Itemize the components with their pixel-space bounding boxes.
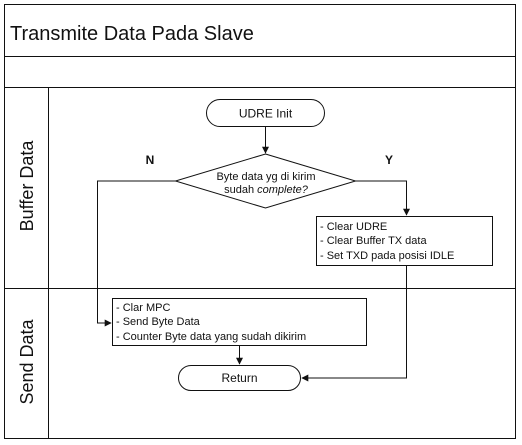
send-process-box xyxy=(112,298,367,346)
arrow-no-to-send-process xyxy=(97,180,176,327)
send-process-line-3: - Counter Byte data yang sudah dikirim xyxy=(116,331,306,343)
lane-label-buffer-data: Buffer Data xyxy=(17,140,37,232)
arrow-yes-to-buffer-process xyxy=(355,180,410,216)
return-terminator-label: Return xyxy=(221,371,257,385)
buffer-process-line-1: - Clear UDRE xyxy=(320,221,387,233)
start-terminator-label: UDRE Init xyxy=(239,107,293,121)
lane-label-send-data: Send Data xyxy=(17,318,37,404)
branch-label-no: N xyxy=(146,153,155,167)
decision-label-line1: Byte data yg di kirim xyxy=(216,171,315,183)
buffer-process-line-2: - Clear Buffer TX data xyxy=(320,235,427,247)
diagram-frame xyxy=(4,4,516,439)
decision-label-plain: sudah xyxy=(224,184,257,196)
decision-diamond xyxy=(173,153,358,209)
buffer-process-box xyxy=(316,216,493,266)
arrow-buffer-to-return xyxy=(301,266,407,382)
branch-label-yes: Y xyxy=(385,153,393,167)
send-process-line-1: - Clar MPC xyxy=(116,302,170,314)
buffer-process-line-3: - Set TXD pada posisi IDLE xyxy=(320,250,454,262)
diagram-title: Transmite Data Pada Slave xyxy=(10,23,254,45)
decision-label-line2: sudah complete? xyxy=(224,184,309,196)
send-process-line-2: - Send Byte Data xyxy=(116,316,201,328)
start-terminator xyxy=(206,99,325,127)
decision-label-italic: complete? xyxy=(257,184,309,196)
return-terminator xyxy=(178,365,301,391)
